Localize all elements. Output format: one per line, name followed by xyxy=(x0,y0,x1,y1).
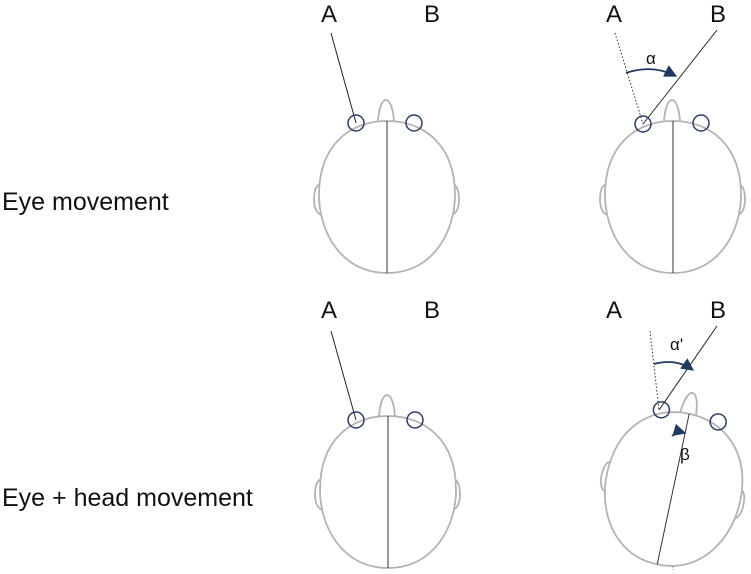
target-b-label: B xyxy=(424,1,440,28)
left-eye xyxy=(652,401,671,419)
alpha-prime-arrow xyxy=(653,358,695,371)
panel-eye-head-shift: A B α' β xyxy=(599,297,746,570)
target-a-label: A xyxy=(606,1,622,28)
right-ear xyxy=(451,478,461,511)
target-a-label: A xyxy=(606,297,622,324)
head-midline xyxy=(656,413,690,565)
left-eye xyxy=(347,114,365,132)
left-ear xyxy=(599,183,609,216)
gaze-line-to-b xyxy=(642,29,718,125)
left-ear xyxy=(313,183,323,216)
beta-label: β xyxy=(680,445,690,464)
alpha-label: α xyxy=(646,49,656,68)
left-eye xyxy=(634,115,652,133)
right-eye xyxy=(406,411,424,429)
target-a-label: A xyxy=(321,1,337,28)
row-label-eye-movement: Eye movement xyxy=(2,188,169,216)
previous-gaze-line xyxy=(614,32,644,125)
alpha-prime-label: α' xyxy=(670,335,683,354)
panel-eye-neutral: A B xyxy=(313,1,460,274)
right-ear xyxy=(732,487,746,520)
panel-eye-head-neutral: A B xyxy=(314,297,461,569)
left-eye xyxy=(347,411,365,429)
gaze-line-to-a xyxy=(330,330,357,421)
right-eye xyxy=(692,114,710,132)
left-ear xyxy=(314,478,324,511)
gaze-line-to-b xyxy=(658,325,718,411)
row-label-eye-head-movement: Eye + head movement xyxy=(2,484,253,512)
beta-arrow xyxy=(671,423,687,437)
nose xyxy=(679,392,698,416)
nose xyxy=(663,99,681,122)
right-ear xyxy=(450,183,460,216)
alpha-arrow xyxy=(625,65,678,77)
head-rotated xyxy=(599,392,746,567)
left-ear xyxy=(599,460,613,493)
nose xyxy=(378,394,396,417)
panel-eye-shift: A B α xyxy=(599,1,746,274)
target-b-label: B xyxy=(710,1,726,28)
right-eye xyxy=(709,413,727,431)
target-b-label: B xyxy=(710,297,726,324)
gaze-line-to-a xyxy=(330,32,357,124)
right-ear xyxy=(736,183,746,216)
target-a-label: A xyxy=(321,297,337,324)
target-b-label: B xyxy=(424,297,440,324)
right-eye xyxy=(405,114,423,132)
head-outline xyxy=(604,411,744,567)
head-frame-gaze-line xyxy=(649,330,660,411)
nose xyxy=(377,99,395,122)
